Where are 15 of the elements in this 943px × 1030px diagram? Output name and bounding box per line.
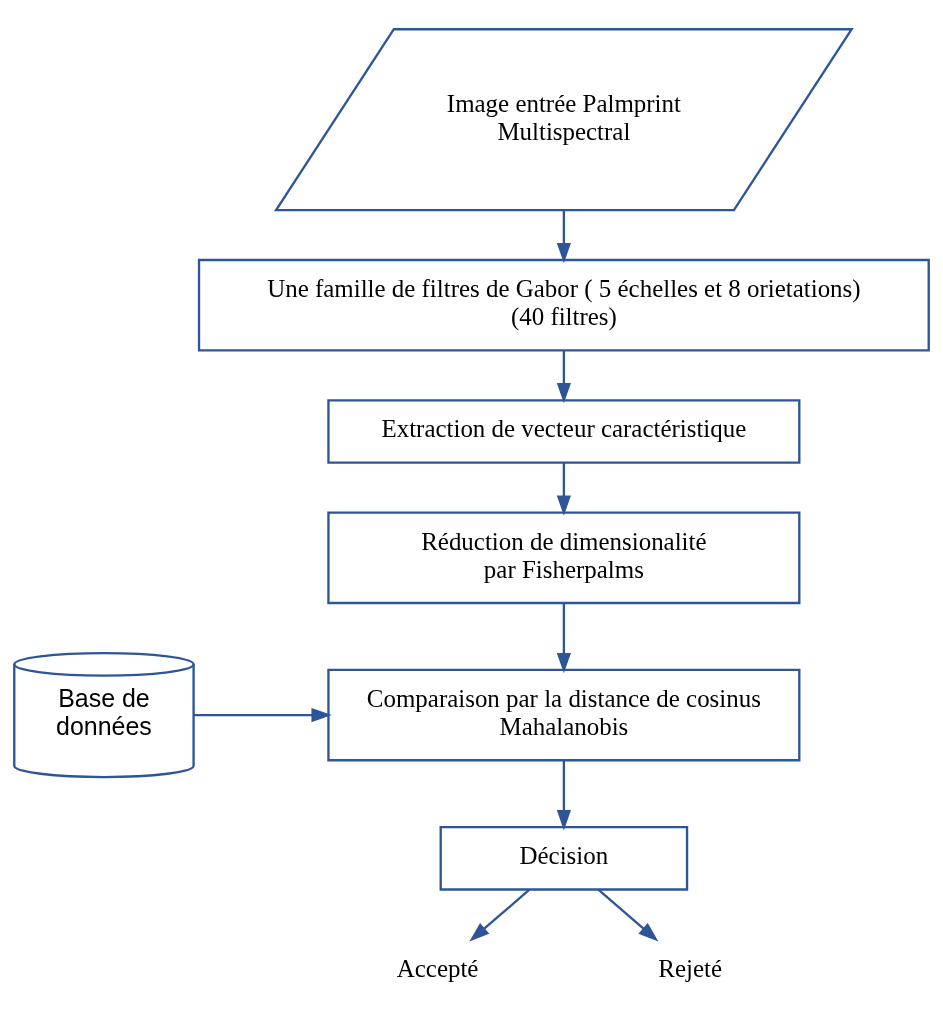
- node-text: Accepté: [396, 954, 479, 981]
- arrow: [193, 707, 332, 722]
- arrow: [469, 888, 531, 942]
- arrow: [556, 209, 571, 263]
- arrow: [556, 462, 571, 516]
- node-box: Comparaison par la distance de cosinus Mahalanobis: [327, 668, 801, 761]
- arrow: [556, 350, 571, 403]
- node-box: Une famille de filtres de Gabor ( 5 échelles et 8 orietations) (40 filtres): [197, 258, 930, 352]
- arrow: [556, 760, 571, 830]
- node-text: Rejeté: [658, 954, 723, 981]
- arrow: [556, 602, 571, 673]
- node-box: Décision: [439, 825, 689, 891]
- node-box: Extraction de vecteur caractéristique: [327, 398, 801, 464]
- arrow: [597, 888, 659, 942]
- node-box: Réduction de dimensionalité par Fisherpalms: [327, 510, 801, 604]
